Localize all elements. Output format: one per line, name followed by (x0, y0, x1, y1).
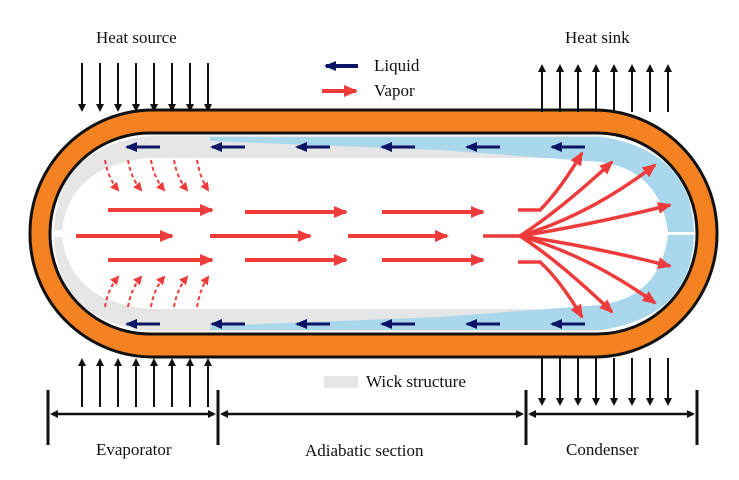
heat-sink-bottom-arrows (538, 358, 672, 406)
wick-legend-swatch (324, 376, 358, 388)
liquid-legend-label: Liquid (374, 56, 420, 75)
condenser-label: Condenser (566, 440, 639, 459)
pipe-inner-wall (48, 131, 699, 336)
heat-sink-label: Heat sink (565, 28, 630, 47)
evaporation-arrows-bottom (104, 275, 210, 308)
section-dimension-lines (46, 390, 699, 445)
vapor-legend-label: Vapor (374, 81, 415, 100)
evaporation-arrows-top (104, 159, 210, 192)
vapor-arrows (76, 204, 485, 266)
heat-source-label: Heat source (96, 28, 177, 47)
heat-source-bottom-arrows (78, 358, 212, 407)
adiabatic-section-label: Adiabatic section (305, 441, 424, 460)
wick-structure-label: Wick structure (366, 372, 466, 391)
evaporator-label: Evaporator (96, 440, 172, 459)
heat-sink-arrows (538, 64, 672, 112)
condenser-vapor-arrows (483, 151, 672, 319)
heat-source-arrows (78, 63, 212, 112)
